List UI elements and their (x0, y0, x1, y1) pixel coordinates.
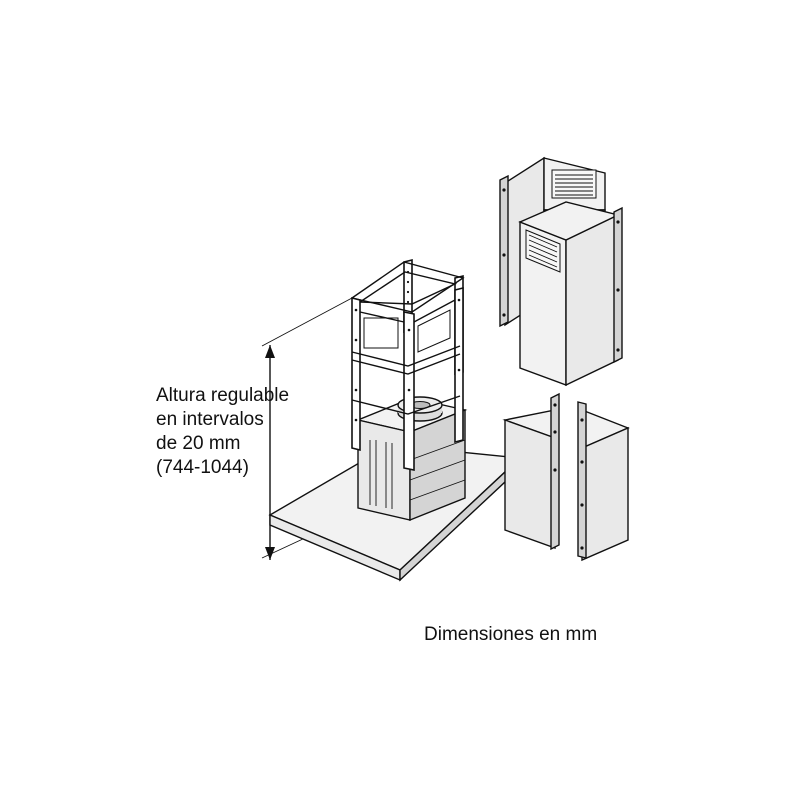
upper-chimney-front-panel (518, 201, 623, 387)
height-adjustment-note: Altura regulable en intervalos de 20 mm … (156, 385, 289, 478)
upper-back-vent-grille (551, 169, 597, 199)
lower-chimney-left-panel (502, 392, 560, 551)
units-note: Dimensiones en mm (424, 624, 597, 645)
upper-front-vent-grille (525, 229, 561, 273)
height-note-line-2: en intervalos (156, 409, 264, 430)
height-note-line-1: Altura regulable (156, 385, 289, 406)
lower-chimney-right-panel (577, 401, 630, 562)
support-frame (351, 258, 465, 471)
height-note-line-3: de 20 mm (156, 433, 240, 454)
height-note-line-4: (744-1044) (156, 457, 249, 478)
